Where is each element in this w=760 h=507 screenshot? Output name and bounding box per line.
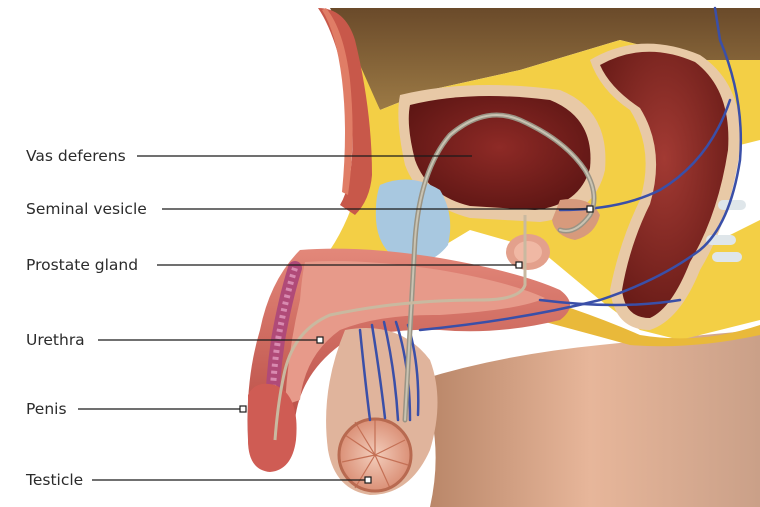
thigh-skin: [420, 330, 760, 507]
label-urethra: Urethra: [26, 331, 89, 349]
label-seminal-vesicle: Seminal vesicle: [26, 200, 151, 218]
label-testicle: Testicle: [26, 471, 87, 489]
label-prostate-gland: Prostate gland: [26, 256, 142, 274]
glans: [248, 384, 297, 472]
label-vas-deferens: Vas deferens: [26, 147, 130, 165]
label-penis: Penis: [26, 400, 71, 418]
